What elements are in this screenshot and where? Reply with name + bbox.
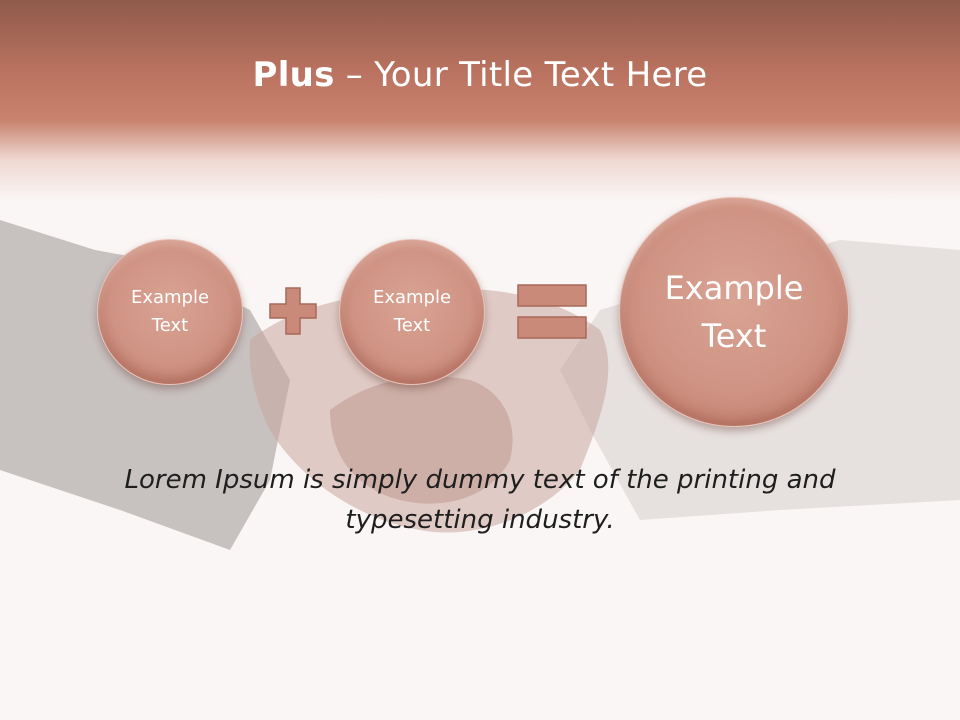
title-rest: – Your Title Text Here <box>334 55 708 95</box>
slide-title: Plus – Your Title Text Here <box>0 52 960 98</box>
title-band <box>0 0 960 200</box>
fingers-shape <box>330 376 513 504</box>
equals-icon <box>517 284 587 339</box>
title-bold-word: Plus <box>252 55 335 95</box>
body-text: Lorem Ipsum is simply dummy text of the … <box>124 465 836 535</box>
plus-icon <box>269 287 317 335</box>
circle-result-label: Example Text <box>664 269 804 355</box>
circle-first: Example Text <box>97 239 243 385</box>
circle-result: Example Text <box>619 197 849 427</box>
hands-shape <box>249 289 609 533</box>
circle-second: Example Text <box>339 239 485 385</box>
circle-first-label: Example Text <box>130 287 210 336</box>
circle-second-label: Example Text <box>372 287 452 336</box>
